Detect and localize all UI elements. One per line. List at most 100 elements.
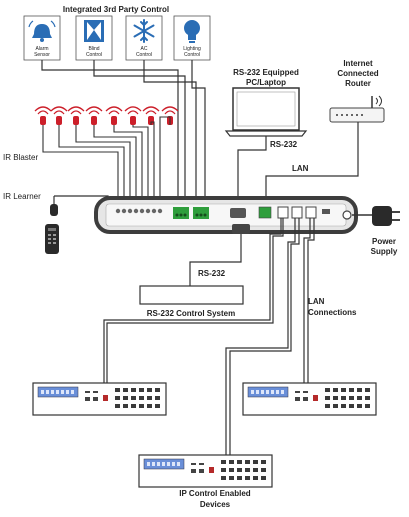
device-key [155,404,160,408]
device-key [229,476,234,480]
device-key [147,388,152,392]
ir-cable [58,125,125,207]
power-label-2: Supply [371,247,398,256]
device-key [123,396,128,400]
device-key [253,476,258,480]
device-key [115,388,120,392]
lan-port-2 [291,206,303,219]
rs232-port-pc [230,208,246,218]
lan-port-1 [277,206,289,219]
device-key [253,468,258,472]
device-key [131,396,136,400]
device-key [221,476,226,480]
device-key [123,404,128,408]
device-key [341,388,346,392]
device-key [131,404,136,408]
ir-port [115,208,121,214]
device-key [139,396,144,400]
ir-cable [93,125,137,207]
rs232-port-system [232,224,250,234]
device-key [325,396,330,400]
device-key [245,476,250,480]
device-key [261,468,266,472]
ip-device-bottom [138,454,273,488]
device-key [237,476,242,480]
device-key [349,396,354,400]
power-label-1: Power [372,237,396,246]
device-key [221,460,226,464]
sensor-lighting-label-1: Lighting [183,46,201,52]
sensor-lighting: Lighting Control [173,15,211,61]
relay-terminal-ports [173,207,209,219]
ip-device-left [32,382,167,416]
device-key [131,388,136,392]
remote-control-icon [45,224,59,254]
bell-icon [28,20,56,42]
lan-connections-label-1: LAN [308,297,325,306]
device-key [357,396,362,400]
ir-port [151,208,157,214]
power-port [342,210,352,220]
sensor-wires [41,60,206,207]
sensor-ac-label-2: Control [136,52,152,58]
device-key [237,468,242,472]
lan-connections-label-2: Connections [308,308,357,317]
device-key [237,460,242,464]
router-label-1: Internet [343,59,373,68]
bulb-icon [184,20,200,43]
router-lan-cable [265,122,359,208]
ip-device-right [242,382,377,416]
sensor-ac-label-1: AC [141,46,148,52]
device-key [139,388,144,392]
sensor-blind-label-2: Control [86,52,102,58]
ir-blaster-label: IR Blaster [3,153,38,162]
device-key [115,396,120,400]
sensor-alarm: Alarm Sensor [23,15,61,61]
ir-port [121,208,127,214]
device-key [325,388,330,392]
ir-learner-label: IR Learner [3,192,41,201]
ip-devices-label-1: IP Control Enabled [179,489,251,498]
ir-port [145,208,151,214]
lan-label: LAN [292,164,309,173]
pc-label-1: RS-232 Equipped [233,68,299,77]
device-key [245,468,250,472]
device-key [365,388,370,392]
lan-cables [103,218,315,455]
device-key [229,468,234,472]
system-rs232-label: RS-232 [198,269,226,278]
lan-port-3 [305,206,317,219]
laptop-icon [224,87,308,137]
device-key [139,404,144,408]
rs232-control-system-box [139,285,244,305]
sensor-blind: Blind Control [75,15,113,61]
device-key [357,404,362,408]
lan-port-uplink [258,206,272,219]
ir-emitter [34,106,52,125]
device-key [115,404,120,408]
sensor-alarm-label-2: Sensor [34,52,50,58]
device-power-button [209,467,214,473]
device-key [325,404,330,408]
device-key [341,404,346,408]
system-rs232-cable [189,234,242,286]
device-key [349,388,354,392]
device-key [357,388,362,392]
pc-label-2: PC/Laptop [246,78,286,87]
usb-port [322,209,330,214]
sensor-blind-label-1: Blind [88,46,99,52]
ip-devices-label-2: Devices [200,500,231,509]
diagram-title: Integrated 3rd Party Control [63,5,169,14]
ir-port [127,208,133,214]
ir-port [139,208,145,214]
ir-cable [159,116,171,207]
ir-emitter [85,106,103,125]
router-icon [329,95,385,123]
blind-icon [84,20,104,42]
ir-port-row [115,208,163,214]
control-unit [94,196,358,234]
power-adapter-icon [352,206,400,226]
ir-cable [75,125,131,207]
